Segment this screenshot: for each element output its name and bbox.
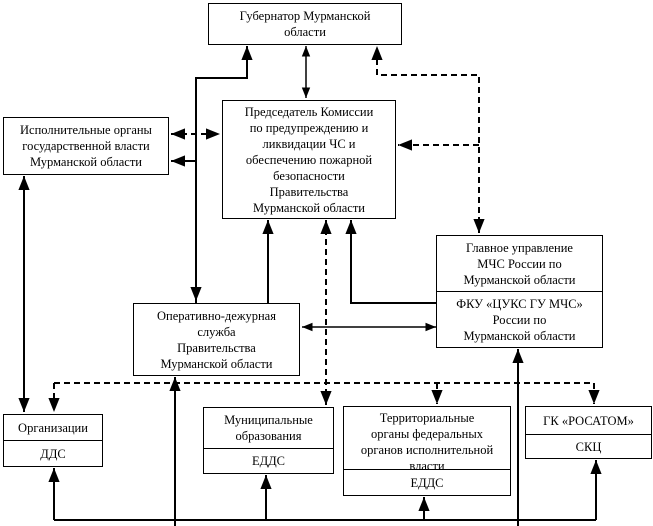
gu-line: МЧС России по <box>477 256 562 271</box>
municipal-line: образования <box>235 429 302 443</box>
governor-line: Губернатор Мурманской <box>239 9 371 23</box>
chairman-line: по предупреждению и <box>249 120 369 135</box>
duty-service-box: Оперативно-дежурная служба Правительства… <box>133 303 300 376</box>
chairman-line: Правительства <box>269 184 349 199</box>
rosatom-box: ГК «РОСАТОМ» СКЦ <box>525 406 652 459</box>
territorial-bodies-box: Территориальные органы федеральных орган… <box>343 406 511 496</box>
arrow-gu-chairman <box>345 220 438 304</box>
rosatom-label: ГК «РОСАТОМ» <box>543 413 634 428</box>
skc-label: СКЦ <box>526 434 651 458</box>
gu-line: Мурманской области <box>463 272 576 287</box>
governor-box: Губернатор Мурманской области <box>208 3 402 45</box>
chairman-line: обеспечению пожарной <box>245 152 373 167</box>
executive-bodies-box: Исполнительные органы государственной вл… <box>3 117 169 175</box>
municipal-edds-label: ЕДДС <box>204 448 333 473</box>
executive-line: государственной власти <box>22 139 150 153</box>
main-directorate-box: Главное управление МЧС России по Мурманс… <box>436 235 603 348</box>
duty-line: Правительства <box>177 340 256 355</box>
governor-line: области <box>284 25 326 39</box>
dds-label: ДДС <box>4 440 102 466</box>
executive-line: Исполнительные органы <box>20 123 152 137</box>
municipalities-box: Муниципальные образования ЕДДС <box>203 407 334 474</box>
territorial-line: органы федеральных <box>371 427 483 441</box>
cuks-line: Мурманской области <box>463 328 576 343</box>
cuks-line: России по <box>492 312 547 327</box>
territorial-line: органов исполнительной <box>360 443 494 457</box>
chairman-line: ликвидации ЧС и <box>262 136 356 151</box>
cuks-line: ФКУ «ЦУКС ГУ МЧС» <box>456 296 583 311</box>
territorial-line: Территориальные <box>379 411 475 425</box>
organizations-box: Организации ДДС <box>3 414 103 467</box>
chairman-line: безопасности <box>273 168 345 183</box>
duty-line: служба <box>197 324 236 339</box>
dashed-governor-gu <box>371 46 485 233</box>
chairman-line: Председатель Комиссии <box>244 104 374 119</box>
chairman-box: Председатель Комиссии по предупреждению … <box>222 100 396 219</box>
duty-line: Мурманской области <box>160 356 273 371</box>
municipal-line: Муниципальные <box>224 413 313 427</box>
gu-line: Главное управление <box>466 240 573 255</box>
chairman-line: Мурманской области <box>252 200 365 215</box>
executive-line: Мурманской области <box>29 155 142 169</box>
duty-line: Оперативно-дежурная <box>157 308 276 323</box>
territorial-edds-label: ЕДДС <box>344 469 510 495</box>
organizations-label: Организации <box>18 420 88 435</box>
